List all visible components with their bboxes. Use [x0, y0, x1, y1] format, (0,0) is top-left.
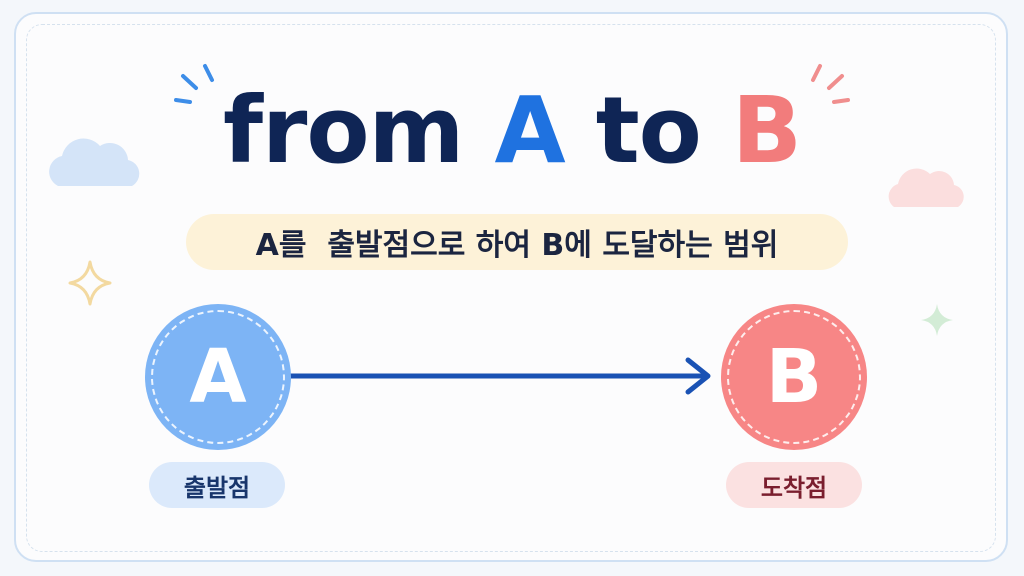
title-word-to: to	[595, 77, 702, 184]
title: from A to B	[0, 76, 1024, 186]
end-node-label: 도착점	[726, 462, 862, 508]
burst-lines-icon	[174, 64, 214, 104]
start-node: A	[145, 304, 291, 450]
start-node-letter: A	[189, 334, 247, 420]
diagram-dashed-frame	[26, 24, 996, 552]
sparkle-icon	[68, 260, 112, 306]
title-letter-a: A	[494, 77, 565, 184]
subtitle-pill: A를 출발점으로 하여 B에 도달하는 범위	[186, 214, 848, 270]
sparkle-icon	[921, 304, 953, 336]
cloud-icon	[49, 138, 140, 186]
subtitle-text: A를 출발점으로 하여 B에 도달하는 범위	[255, 228, 779, 263]
end-node-letter: B	[765, 334, 823, 420]
start-node-label: 출발점	[149, 462, 285, 508]
cloud-icon	[888, 168, 964, 207]
title-word-from: from	[222, 77, 464, 184]
end-node: B	[721, 304, 867, 450]
title-letter-b: B	[731, 77, 802, 184]
burst-lines-icon	[811, 64, 850, 104]
arrow-icon	[287, 357, 711, 395]
